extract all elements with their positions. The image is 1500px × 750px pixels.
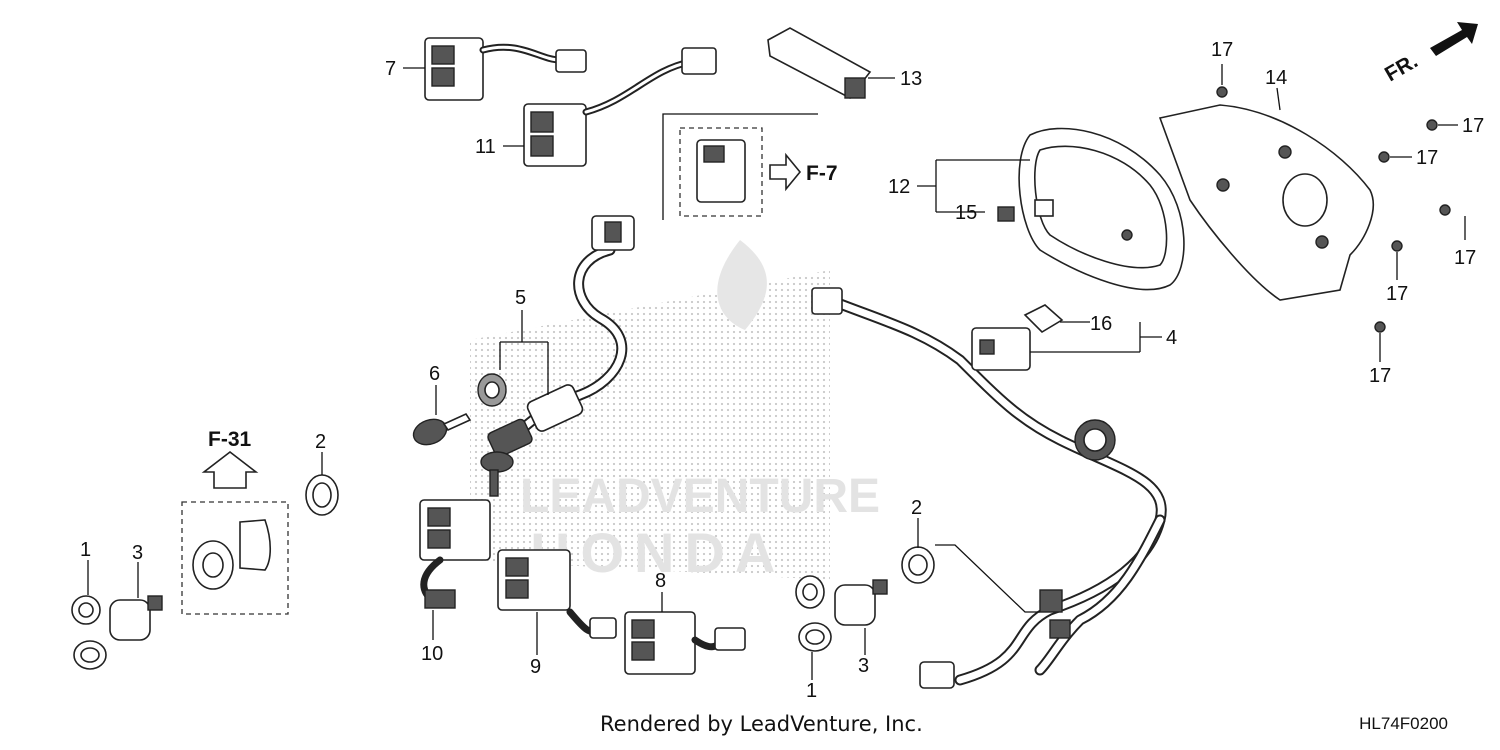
callout-10: 10 (421, 643, 443, 665)
right-sockets (795, 546, 935, 652)
switch-part-7 (424, 37, 587, 101)
left-sockets (71, 474, 339, 670)
callout-6: 6 (429, 363, 440, 385)
f31-label: F-31 (208, 428, 252, 451)
callout-1: 1 (80, 539, 91, 561)
footer: Rendered by LeadVenture, Inc. HL74F0200 (0, 712, 1500, 742)
callout-17: 17 (1454, 247, 1476, 269)
watermark-line1: LEADVENTURE (520, 470, 880, 523)
callout-2: 2 (911, 497, 922, 519)
connector-assembly (971, 304, 1064, 371)
f7-label: F-7 (806, 162, 838, 185)
callout-1: 1 (806, 680, 817, 702)
callout-5: 5 (515, 287, 526, 309)
callout-17: 17 (1211, 39, 1233, 61)
meter-assembly (1018, 127, 1185, 291)
f7-reference-box: F-7 (662, 113, 838, 220)
front-label: FR. (1381, 49, 1422, 86)
callout-17: 17 (1416, 147, 1438, 169)
callout-4: 4 (1166, 327, 1177, 349)
callout-13: 13 (900, 68, 922, 90)
ignition-key (412, 412, 472, 446)
front-arrow: FR. (1381, 22, 1478, 86)
bolts-part-17 (1216, 86, 1451, 333)
clip-part-15 (997, 206, 1015, 222)
callout-9: 9 (530, 656, 541, 678)
callout-17: 17 (1462, 115, 1484, 137)
bottom-switches (419, 499, 746, 675)
callout-3: 3 (132, 542, 143, 564)
relay-part-13 (767, 27, 872, 100)
callout-16: 16 (1090, 313, 1112, 335)
callout-2: 2 (315, 431, 326, 453)
watermark: LEADVENTURE HONDA (470, 240, 880, 584)
callout-7: 7 (385, 58, 396, 80)
callout-14: 14 (1265, 67, 1287, 89)
meter-cover (1158, 104, 1375, 301)
render-credit: Rendered by LeadVenture, Inc. (600, 712, 923, 736)
callout-17: 17 (1369, 365, 1391, 387)
watermark-brand: HONDA (530, 521, 785, 584)
callout-3: 3 (858, 655, 869, 677)
callout-labels: 1 1 2 2 3 3 4 5 6 7 8 9 10 11 12 13 14 1… (80, 39, 1484, 702)
diagram-code: HL74F0200 (1359, 714, 1448, 733)
callout-11: 11 (475, 136, 496, 158)
callout-15: 15 (955, 202, 977, 224)
leader-lines (87, 64, 1466, 680)
switch-part-11 (523, 47, 717, 167)
callout-12: 12 (888, 176, 910, 198)
callout-8: 8 (655, 570, 666, 592)
callout-17: 17 (1386, 283, 1408, 305)
f31-reference-box: F-31 (181, 428, 289, 615)
ignition-switch (477, 373, 584, 497)
